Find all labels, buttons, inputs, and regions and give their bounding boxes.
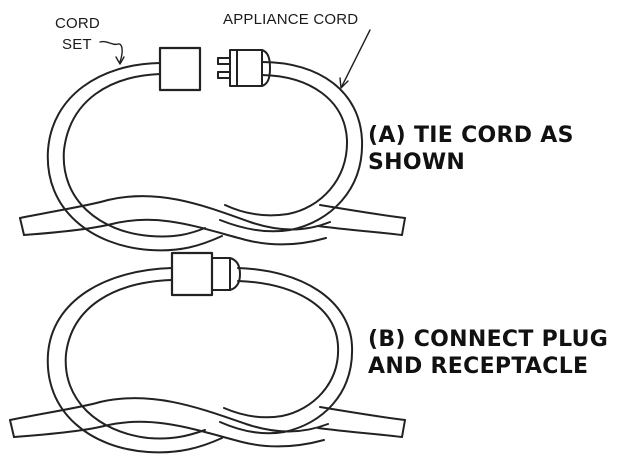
connected-receptacle — [170, 251, 214, 297]
figure-a-right-cord-end — [317, 204, 406, 236]
figure-b-left-loop — [46, 267, 223, 454]
figure-a-left-cord-end — [19, 199, 113, 236]
figure-a-tied-cords — [19, 29, 406, 252]
appliance-cord-loop — [219, 61, 364, 233]
step-b-title-line2: AND RECEPTACLE — [368, 354, 589, 379]
figure-b-left-cord-end — [9, 401, 105, 438]
step-b-title-line1: (B) CONNECT PLUG — [368, 327, 609, 352]
cord-set-label-line2: SET — [62, 36, 92, 53]
connected-plug — [211, 257, 241, 291]
plug — [217, 49, 271, 87]
receptacle — [158, 46, 202, 92]
cord-set-leader — [99, 40, 125, 65]
appliance-cord-label: APPLIANCE CORD — [223, 11, 359, 28]
step-a-title-line1: (A) TIE CORD AS — [368, 123, 574, 148]
figure-b-connected-cords — [9, 251, 406, 454]
appliance-cord-leader — [339, 29, 371, 89]
figure-a-crossing-strand — [107, 195, 331, 246]
cord-set-loop — [46, 62, 223, 252]
step-a-title-line2: SHOWN — [368, 150, 466, 175]
figure-b-crossing-strand — [99, 397, 329, 448]
figure-b-right-cord-end — [317, 406, 406, 438]
cord-set-label-line1: CORD — [55, 15, 100, 32]
figure-b-right-loop — [219, 267, 354, 435]
